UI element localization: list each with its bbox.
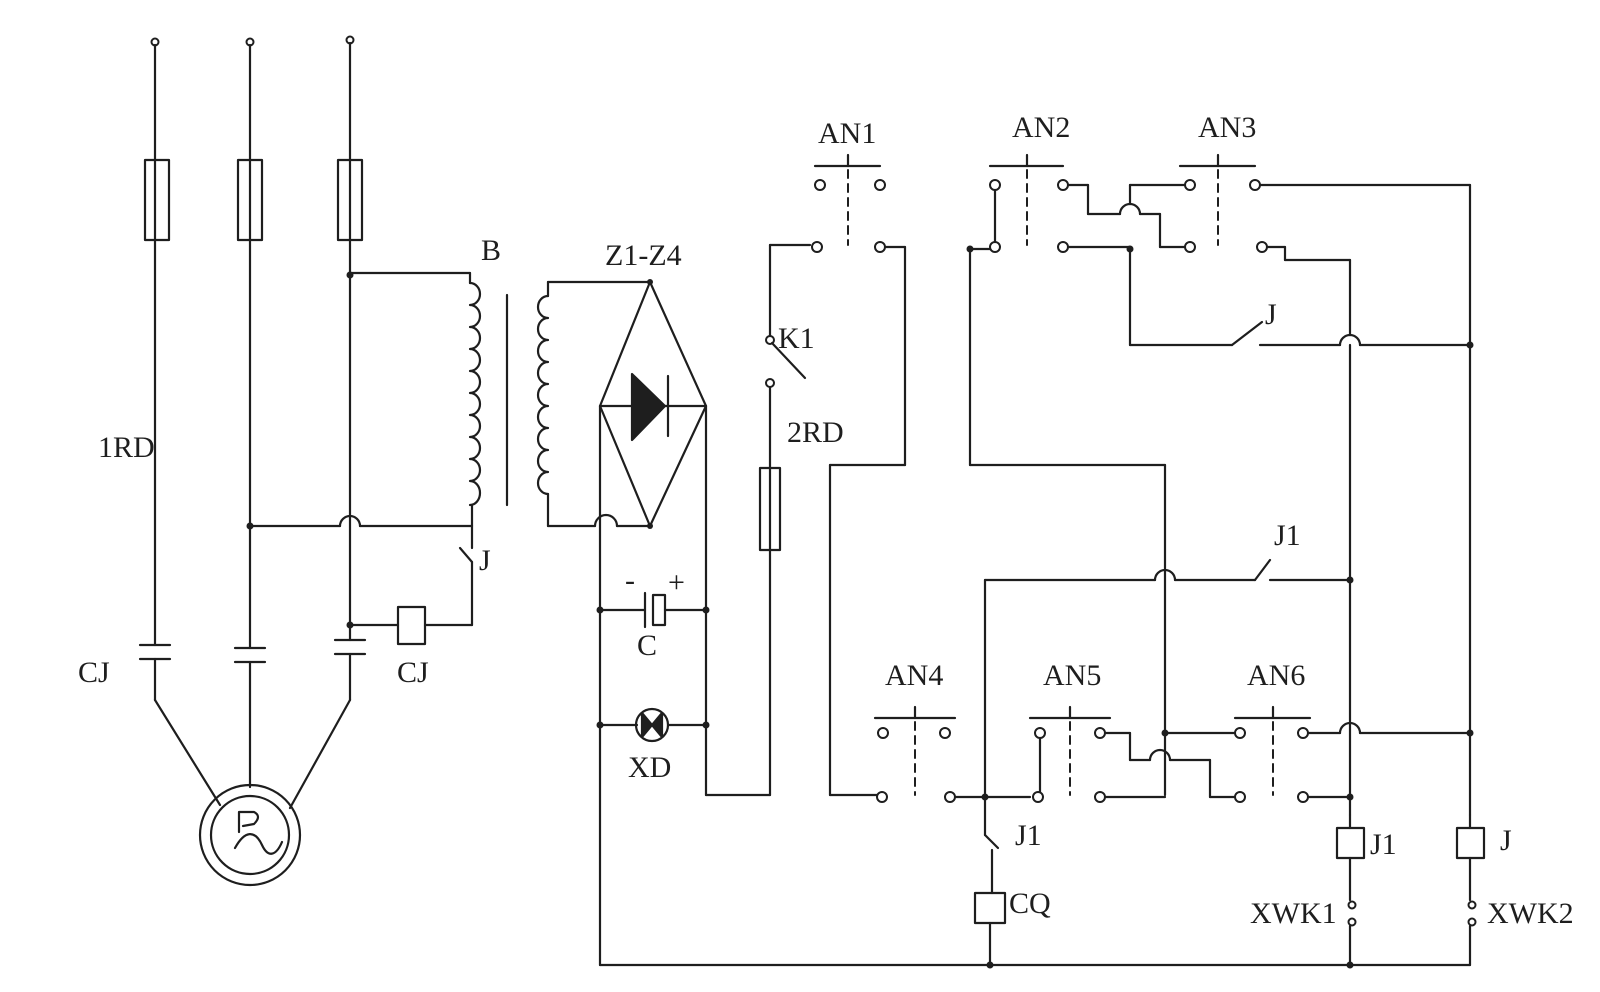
label-z1-z4: Z1-Z4: [605, 239, 682, 272]
relay-coil-j: [1455, 826, 1486, 860]
control-section: [598, 153, 1486, 969]
label-cj-coil: CJ: [397, 656, 429, 689]
solenoid-cq: [973, 891, 1007, 967]
label-xwk2: XWK2: [1487, 897, 1574, 930]
pushbutton-an6: [1233, 705, 1312, 803]
label-an6: AN6: [1247, 659, 1305, 692]
transformer-icon: [468, 280, 652, 528]
relay-contact-j1-low: [983, 795, 1000, 895]
limit-switch-xwk2: [1467, 856, 1477, 967]
label-coil-j1: J1: [1370, 828, 1397, 861]
label-j-top: J: [1265, 298, 1277, 331]
relay-contact-j-top: [1128, 247, 1342, 347]
motor-icon: [198, 783, 302, 887]
labels: 1RD B Z1-Z4 CJ CJ J - + C XD K1 2RD AN1 …: [78, 111, 1574, 930]
label-cj-contacts: CJ: [78, 656, 110, 689]
pushbutton-an4: [873, 705, 957, 803]
label-an1: AN1: [818, 117, 876, 150]
label-an5: AN5: [1043, 659, 1101, 692]
limit-switch-xwk1: [1347, 856, 1357, 967]
label-k1: K1: [778, 322, 815, 355]
label-an3: AN3: [1198, 111, 1256, 144]
label-capacitor-minus: -: [625, 564, 635, 597]
pushbutton-an2: [988, 153, 1069, 253]
label-xd: XD: [628, 751, 671, 784]
label-1rd: 1RD: [98, 431, 155, 464]
label-coil-j: J: [1500, 824, 1512, 857]
fuse-2rd: [758, 466, 782, 552]
relay-contact-j1-mid: [983, 558, 1352, 582]
label-an2: AN2: [1012, 111, 1070, 144]
label-b: B: [481, 234, 501, 267]
supply-lines: [150, 35, 355, 162]
indicator-lamp-icon: [598, 707, 708, 743]
label-cq: CQ: [1009, 887, 1051, 920]
fuse-1rd: [143, 158, 364, 242]
pushbutton-an1: [811, 153, 886, 253]
pushbutton-an5: [1028, 705, 1112, 803]
label-xwk1: XWK1: [1250, 897, 1337, 930]
label-j1-low: J1: [1015, 819, 1042, 852]
capacitor-icon: [598, 591, 708, 629]
label-an4: AN4: [885, 659, 943, 692]
label-2rd: 2RD: [787, 416, 844, 449]
label-capacitor-plus: +: [668, 566, 685, 599]
label-j1-mid: J1: [1274, 519, 1301, 552]
label-c: C: [637, 629, 657, 662]
relay-coil-j1: [1335, 826, 1366, 860]
pushbutton-an3: [1178, 153, 1268, 253]
bridge-rectifier-icon: [598, 279, 708, 529]
power-section: [138, 35, 807, 967]
contactor-main-contacts: [138, 638, 367, 664]
label-j-left: J: [479, 544, 491, 577]
